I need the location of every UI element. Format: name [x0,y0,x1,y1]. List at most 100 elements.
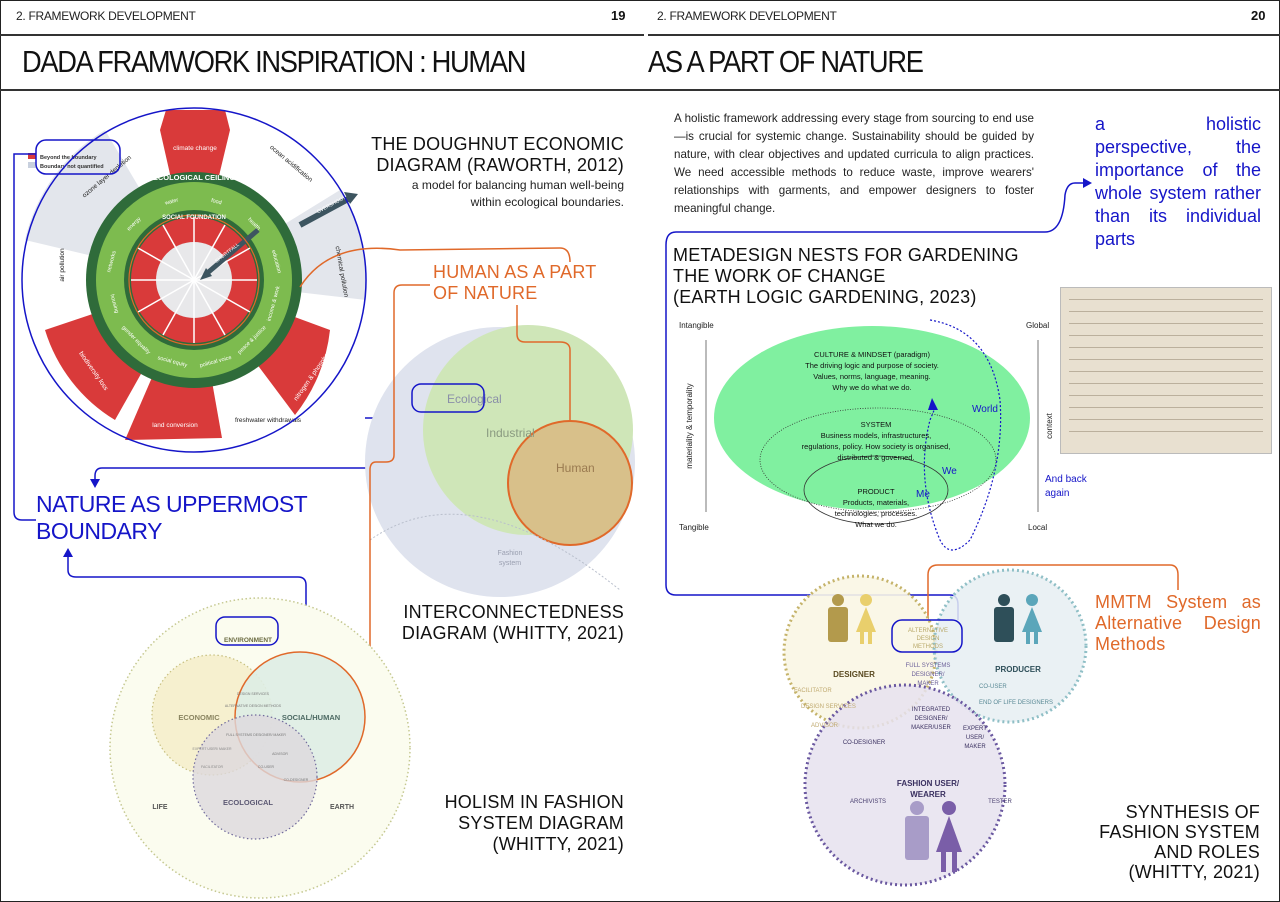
annotations-human_line1-text: HUMAN AS A PART [433,262,597,282]
holism-labels-environment-text: ENVIRONMENT [224,637,272,644]
ceiling-label: ECOLOGICAL CEILING [153,173,236,182]
handwritten-notes-photo [1060,287,1272,454]
roles-facilitator-text: FACILITATOR [794,688,832,694]
divider [648,34,1280,36]
metadesign-caption_line1-text: METADESIGN NESTS FOR GARDENING [673,245,1019,265]
label-industrial: Industrial [486,426,535,440]
roles-wearer_line2-text: WEARER [910,790,946,799]
doughnut-diagram: ECOLOGICAL CEILING SOCIAL FOUNDATION cli… [21,107,367,453]
roles-expert_line2-text: USER/ [966,735,985,741]
metadesign-tangible-text: Tangible [679,523,709,532]
doughnut-subcaption_line1-text: a model for balancing human well-being [411,178,624,192]
roles-full_line1-text: FULL SYSTEMS [906,663,951,669]
metadesign-culture-0-text: CULTURE & MINDSET (paradigm) [814,350,930,359]
metadesign-culture-2-text: Values, norms, language, meaning. [813,372,930,381]
running-head-right: 2. FRAMEWORK DEVELOPMENT [657,9,837,23]
foundation-label: SOCIAL FOUNDATION [162,215,226,221]
holism-labels-social-text: SOCIAL/HUMAN [282,713,340,722]
roles-archivists-text: ARCHIVISTS [850,799,886,805]
annotations-mmtm_line3-text: Methods [1095,634,1166,654]
doughnut-subcaption: a model for balancing human well-being wi… [380,177,624,211]
roles-wearer_line1-text: FASHION USER/ [897,779,960,788]
metadesign-we-text: We [942,466,957,477]
label-human: Human [556,461,595,475]
doughnut-caption_line1-text: THE DOUGHNUT ECONOMIC [371,134,624,154]
metadesign-diagram: Intangible Tangible Global Local materia… [679,319,1088,551]
roles-co_user-text: CO-USER [979,684,1007,690]
divider [0,89,1280,91]
wearer-people-icon [905,801,962,872]
roles-caption_line3-text: AND ROLES [1154,842,1260,862]
roles-end_of_life-text: END OF LIFE DESIGNERS [979,700,1053,706]
holism-labels-ecological-text: ECOLOGICAL [223,798,273,807]
annotations-nature_line2-text: BOUNDARY [36,518,162,544]
metadesign-system-3-text: distributed & governed. [837,453,914,462]
intro-paragraph: A holistic framework addressing every st… [674,112,1034,215]
roles-caption_line1-text: SYNTHESIS OF [1125,802,1260,822]
roles-integrated_line2-text: DESIGNER/ [914,716,947,722]
holism-diagram: ENVIRONMENT ECONOMIC SOCIAL/HUMAN ECOLOG… [109,597,411,899]
label-land-conversion: land conversion [152,422,198,429]
roles-co_designer-text: CO-DESIGNER [843,740,886,746]
metadesign-and_back_line1-text: And back [1045,474,1088,485]
divider [0,34,644,36]
roles-tester-text: TESTER [988,799,1012,805]
page-number-left: 19 [611,8,626,23]
metadesign-intangible-text: Intangible [679,321,714,330]
metadesign-culture-1-text: The driving logic and purpose of society… [805,361,939,370]
metadesign-product-3-text: What we do. [855,520,897,529]
page-title-right: AS A PART OF NATURE [648,44,924,79]
holistic-quote: a holistic perspective, the importance o… [1095,114,1261,249]
roles-full_line3-text: MAKER [917,681,939,687]
holism-labels-design_services-text: DESIGN SERVICES [237,692,270,696]
metadesign-product-2-text: technologies, processes. [835,509,918,518]
holism-caption_line1-text: HOLISM IN FASHION [444,792,624,812]
metadesign-product-1-text: Products, materials, [843,498,909,507]
running-head-left: 2. FRAMEWORK DEVELOPMENT [16,9,196,23]
roles-alt_line1-text: ALTERNATIVE [908,628,948,634]
label-freshwater: freshwater withdrawals [235,417,302,424]
holism-labels-expert-text: EXPERT USER/ MAKER [193,747,232,751]
doughnut-social-0-text: water [164,197,180,207]
metadesign-product-0-text: PRODUCT [857,487,895,496]
label-air-pollution: air pollution [59,248,66,282]
roles-integrated_line1-text: INTEGRATED [912,707,951,713]
holism-labels-advisor-text: ADVISOR [272,752,288,756]
roles-producer-text: PRODUCER [995,665,1041,674]
roles-alt_line2-text: DESIGN [916,636,939,642]
roles-designer-text: DESIGNER [833,670,875,679]
holism-caption_line2-text: SYSTEM DIAGRAM [458,813,624,833]
doughnut-subcaption_line2-text: within ecological boundaries. [470,195,624,209]
page-number-right: 20 [1251,8,1266,23]
metadesign-culture-3-text: Why we do what we do. [832,383,911,392]
doughnut-social-1-text: food [210,198,222,207]
roles-expert_line1-text: EXPERT [963,726,987,732]
annotations-nature_line1-text: NATURE AS UPPERMOST [36,491,308,517]
holism-labels-co_designer-text: CO-DESIGNER [284,778,309,782]
legend-not-quantified: Boundary not quantified [40,164,104,170]
label-ecological: Ecological [447,392,502,406]
roles-integrated_line3-text: MAKER/USER [911,725,951,731]
holism-labels-co_user-text: CO-USER [258,765,275,769]
doughnut-social-10-text: networks [106,250,118,273]
designer-people-icon [828,594,876,644]
metadesign-me-text: Me [916,489,930,500]
metadesign-and_back_line2-text: again [1045,488,1069,499]
annotations-mmtm_line1-text: MMTM System as [1095,592,1261,612]
metadesign-world-text: World [972,404,998,415]
holism-labels-life-text: LIFE [152,804,167,811]
metadesign-caption_line2-text: THE WORK OF CHANGE [673,266,886,286]
interconnectedness-diagram: Ecological Industrial Human Fashion syst… [365,325,635,597]
metadesign-system-2-text: regulations, policy. How society is orga… [802,442,951,451]
interconnectedness-caption_line1-text: INTERCONNECTEDNESS [403,602,624,622]
holism-labels-facilitator-text: FACILITATOR [201,765,223,769]
annotations-human_line2-text: OF NATURE [433,283,538,303]
metadesign-caption_line3-text: (EARTH LOGIC GARDENING, 2023) [673,287,977,307]
interconnectedness-caption_line2-text: DIAGRAM (WHITTY, 2021) [401,623,624,643]
